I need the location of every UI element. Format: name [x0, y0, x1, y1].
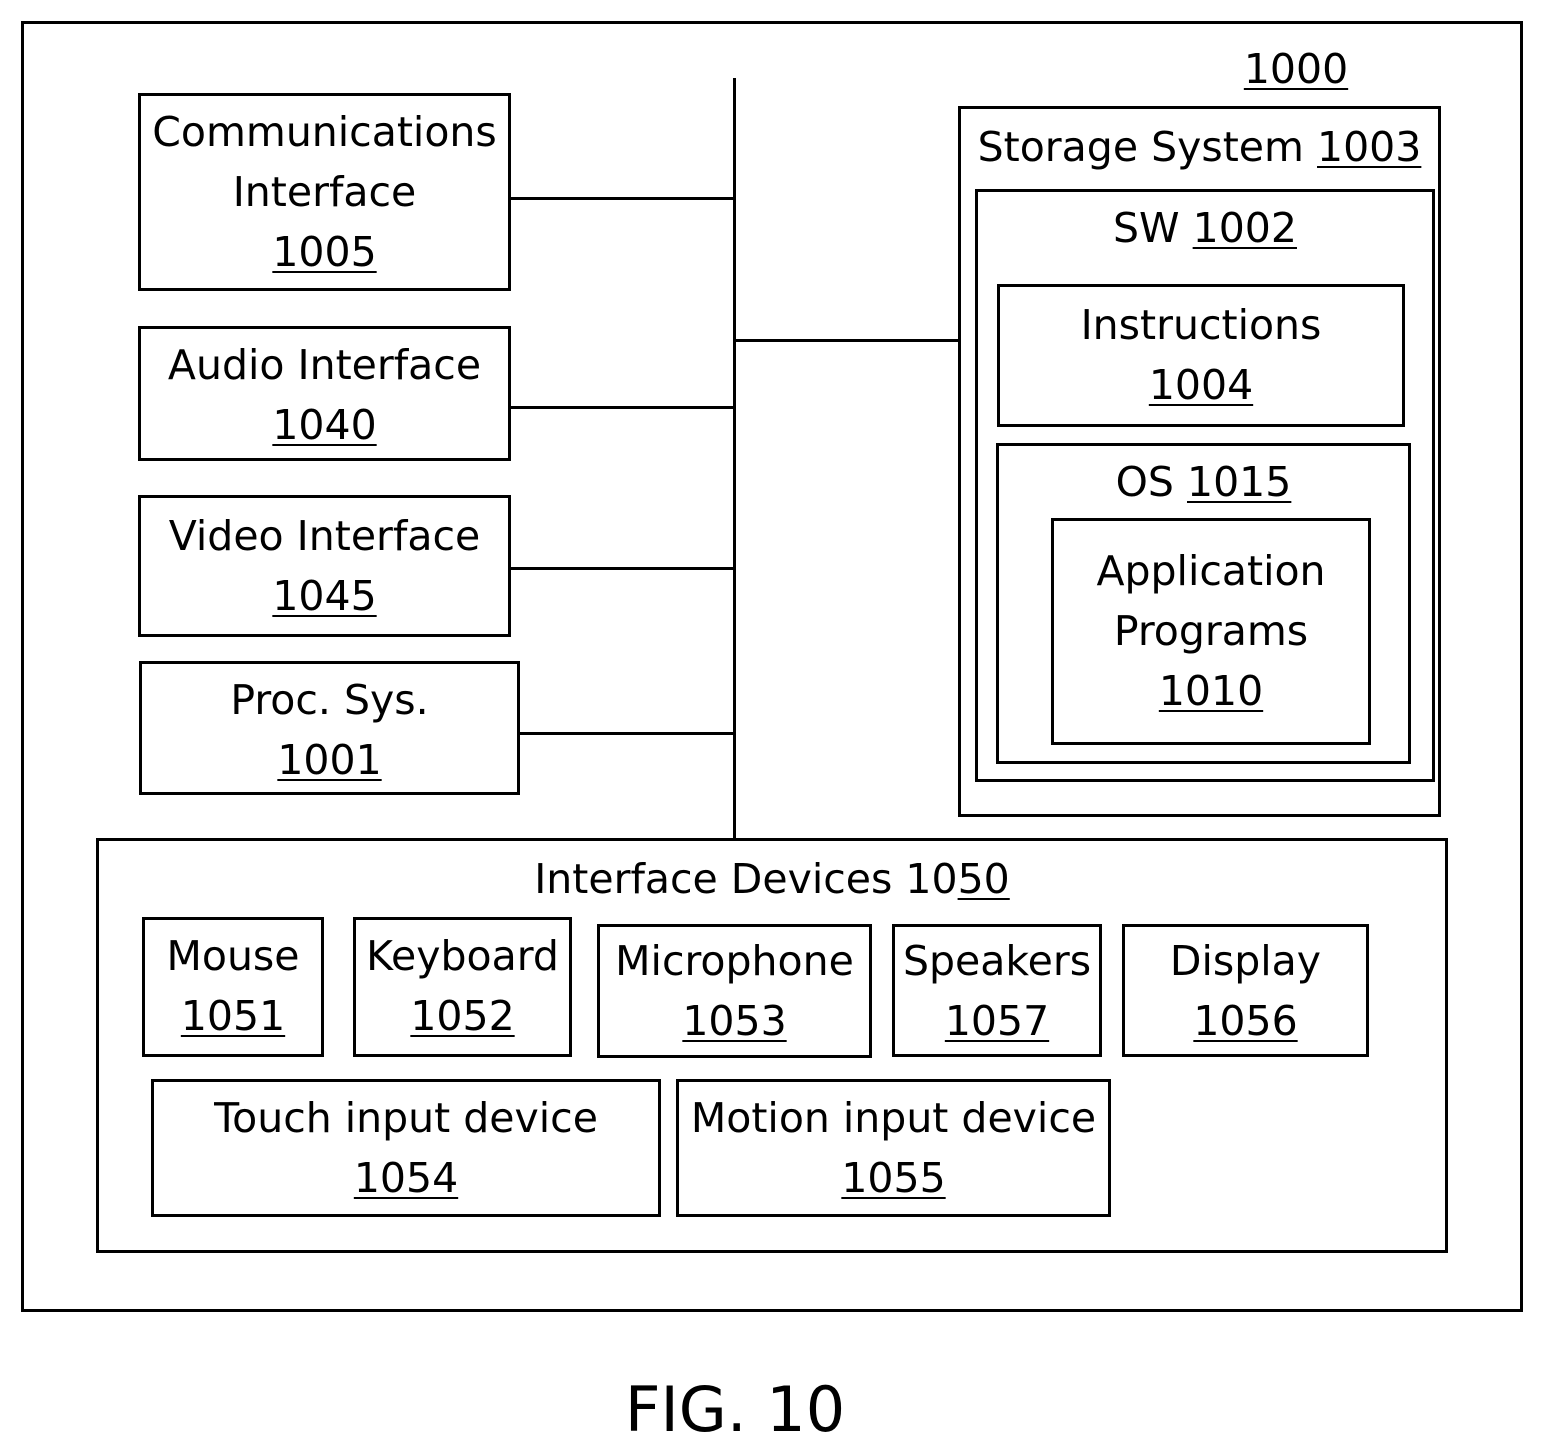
instructions-ref: 1004	[1000, 355, 1402, 415]
communications-interface-box: Communications Interface 1005	[138, 93, 511, 291]
interface-devices-label: Interface Devices 10	[534, 855, 957, 903]
speakers-ref: 1057	[895, 991, 1099, 1051]
motion-input-device-box: Motion input device 1055	[676, 1079, 1111, 1217]
bus-connector-proc	[518, 732, 736, 735]
speakers-label: Speakers	[895, 931, 1099, 991]
display-box: Display 1056	[1122, 924, 1369, 1057]
audio-interface-label: Audio Interface	[141, 335, 508, 395]
proc-sys-box: Proc. Sys. 1001	[139, 661, 520, 795]
communications-interface-line2: Interface	[141, 162, 508, 222]
os-ref: 1015	[1187, 458, 1291, 506]
application-programs-line2: Programs	[1054, 601, 1368, 661]
mouse-label: Mouse	[145, 926, 321, 986]
instructions-box: Instructions 1004	[997, 284, 1405, 427]
communications-interface-ref: 1005	[141, 222, 508, 282]
storage-system-ref: 1003	[1317, 123, 1421, 171]
keyboard-label: Keyboard	[356, 926, 569, 986]
microphone-label: Microphone	[600, 931, 869, 991]
sw-ref: 1002	[1193, 204, 1297, 252]
interface-devices-ref: 50	[958, 855, 1010, 903]
bus-connector-communications	[510, 197, 736, 200]
application-programs-box: Application Programs 1010	[1051, 518, 1371, 745]
motion-input-device-label: Motion input device	[679, 1088, 1108, 1148]
microphone-box: Microphone 1053	[597, 924, 872, 1058]
audio-interface-box: Audio Interface 1040	[138, 326, 511, 461]
bus-connector-video	[510, 567, 736, 570]
sw-label: SW	[1113, 204, 1180, 252]
display-label: Display	[1125, 931, 1366, 991]
touch-input-device-box: Touch input device 1054	[151, 1079, 661, 1217]
storage-system-label: Storage System	[978, 123, 1304, 171]
motion-input-device-ref: 1055	[679, 1148, 1108, 1208]
system-ref-label: 1000	[1236, 44, 1356, 94]
keyboard-ref: 1052	[356, 986, 569, 1046]
video-interface-label: Video Interface	[141, 506, 508, 566]
mouse-box: Mouse 1051	[142, 917, 324, 1057]
speakers-box: Speakers 1057	[892, 924, 1102, 1057]
os-label: OS	[1116, 458, 1174, 506]
system-bus	[733, 78, 736, 840]
proc-sys-label: Proc. Sys.	[142, 670, 517, 730]
microphone-ref: 1053	[600, 991, 869, 1051]
proc-sys-ref: 1001	[142, 730, 517, 790]
instructions-label: Instructions	[1000, 295, 1402, 355]
display-ref: 1056	[1125, 991, 1366, 1051]
mouse-ref: 1051	[145, 986, 321, 1046]
application-programs-ref: 1010	[1054, 661, 1368, 721]
bus-connector-audio	[510, 406, 736, 409]
video-interface-box: Video Interface 1045	[138, 495, 511, 637]
figure-caption: FIG. 10	[0, 1372, 1470, 1448]
communications-interface-line1: Communications	[141, 102, 508, 162]
video-interface-ref: 1045	[141, 566, 508, 626]
touch-input-device-ref: 1054	[154, 1148, 658, 1208]
touch-input-device-label: Touch input device	[154, 1088, 658, 1148]
application-programs-line1: Application	[1054, 541, 1368, 601]
keyboard-box: Keyboard 1052	[353, 917, 572, 1057]
audio-interface-ref: 1040	[141, 395, 508, 455]
bus-connector-storage	[733, 339, 959, 342]
